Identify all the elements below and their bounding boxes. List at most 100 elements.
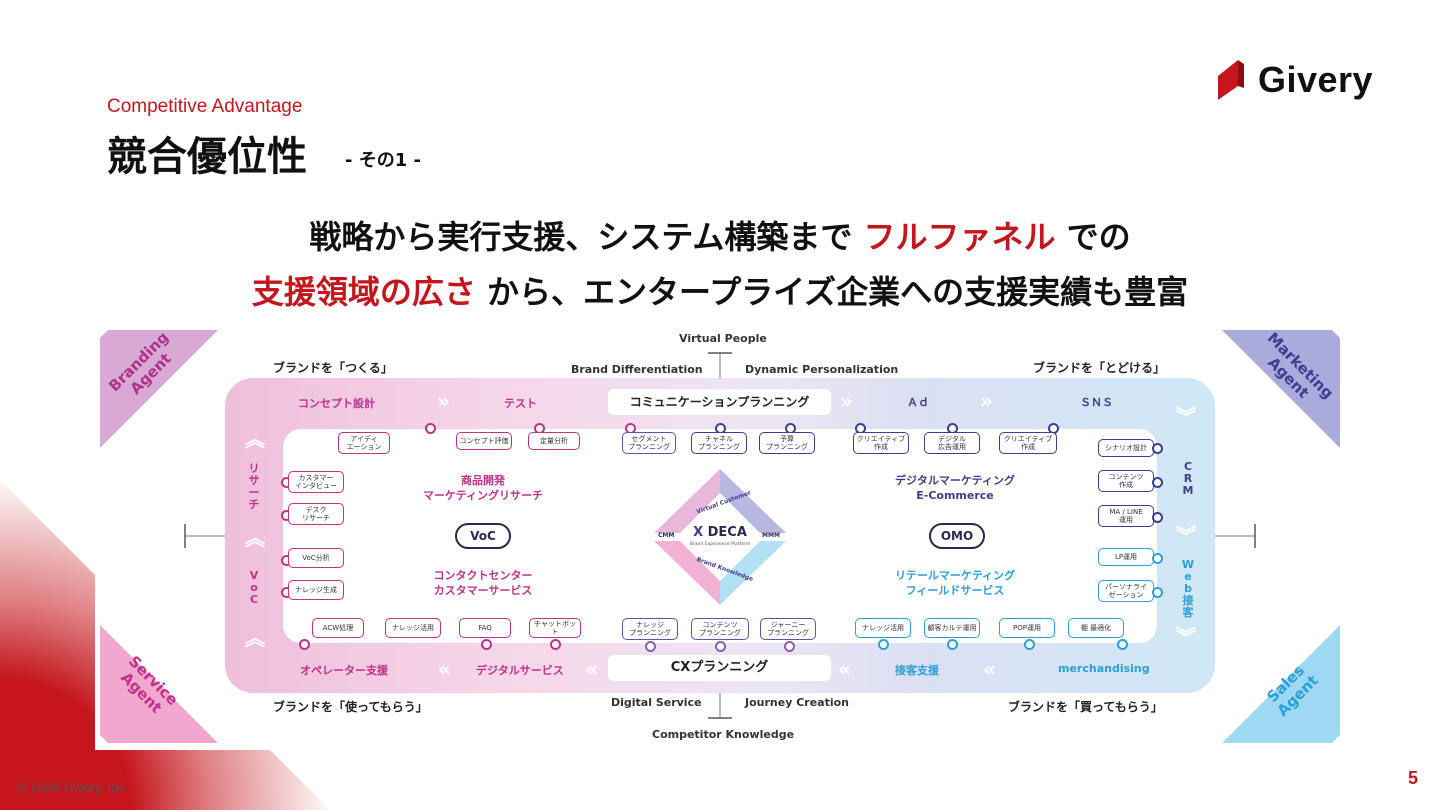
axis-top-left-label: Brand Differentiation [571, 363, 703, 376]
stage-ad: Ａｄ [907, 396, 929, 409]
chevron-right-icon: » [980, 389, 993, 413]
side-label-research: リ サ ー チ [248, 462, 260, 511]
task-box: LP運用 [1098, 548, 1154, 566]
pin-icon [878, 639, 889, 650]
task-box: ナレッジ生成 [288, 580, 344, 600]
pin-icon [1152, 443, 1163, 454]
axis-top-label: Virtual People [679, 332, 767, 345]
branding-agent-corner [100, 330, 218, 448]
headline-line-1: 戦略から実行支援、システム構築まで フルファネル での [0, 212, 1440, 258]
task-box: チャネル プランニング [691, 432, 747, 454]
task-box: ACW処理 [312, 618, 364, 638]
stage-customer-service: 接客支援 [895, 664, 939, 677]
chevron-up-icon: ︽ [245, 526, 265, 550]
task-box: シナリオ設計 [1098, 439, 1154, 457]
task-box: ジャーニー プランニング [760, 618, 816, 640]
task-box: コンテンツ 作成 [1098, 470, 1154, 492]
chevron-up-icon: ︽ [245, 626, 265, 650]
side-label-web: W e b 接 客 [1181, 558, 1195, 619]
page-title: 競合優位性 [107, 134, 307, 180]
pin-icon [550, 639, 561, 650]
deca-x-icon: X [693, 525, 708, 540]
copyright: © 2026 Givery, Inc. [18, 780, 129, 795]
headline-line-2: 支援領域の広さ から、エンタープライズ企業への支援実績も豊富 [0, 267, 1440, 313]
chevron-down-icon: ︾ [1176, 405, 1196, 429]
voc-upper-label: 商品開発 マーケティングリサーチ [422, 474, 544, 502]
voc-lower-label: コンタクトセンター カスタマーサービス [433, 569, 533, 597]
deca-name: DECA [707, 525, 747, 540]
page-number: 5 [1407, 768, 1418, 788]
omo-lower-label: リテールマーケティング フィールドサービス [894, 569, 1016, 597]
pin-icon [1152, 512, 1163, 523]
axis-bottom-left-label: Digital Service [611, 696, 702, 709]
task-box: ナレッジ プランニング [622, 618, 678, 640]
deca-diamond [654, 469, 786, 605]
task-box: ナレッジ活用 [385, 618, 441, 638]
task-box: デスク リサーチ [288, 503, 344, 525]
axis-bottom-right-label: Journey Creation [745, 696, 849, 709]
logo-mark-icon [1218, 60, 1244, 100]
task-box: チャットボット [529, 618, 581, 638]
service-agent-corner [100, 625, 218, 743]
chevron-left-icon: « [838, 657, 851, 681]
axis-top-right-label: Dynamic Personalization [745, 363, 899, 376]
pin-icon [1152, 587, 1163, 598]
task-box: パーソナライ ゼーション [1098, 580, 1154, 602]
stage-sns: ＳＮＳ [1080, 396, 1113, 409]
deca-left-label: CMM [658, 532, 675, 539]
deca-tagline: Brand Experience Platform [689, 542, 751, 547]
task-box: 棚 最適化 [1068, 618, 1124, 638]
stage-merchandising: merchandising [1058, 662, 1150, 675]
marketing-agent-corner [1222, 330, 1340, 448]
pin-icon [1152, 553, 1163, 564]
communication-planning-title: コミュニケーションプランニング [608, 389, 831, 415]
pin-icon [1024, 639, 1035, 650]
headline-text: での [1055, 218, 1131, 256]
pin-icon [1117, 639, 1128, 650]
task-box: VoC分析 [288, 548, 344, 568]
givery-logo: Givery [1218, 58, 1388, 102]
omo-upper-label: デジタルマーケティング E-Commerce [895, 474, 1015, 502]
task-box: セグメント プランニング [622, 432, 676, 454]
task-box: ナレッジ活用 [855, 618, 911, 638]
framework-diagram: Branding Agent Marketing Agent Service A… [95, 323, 1345, 750]
pin-icon [715, 641, 726, 652]
logo-text: Givery [1258, 59, 1374, 100]
stage-operator-support: オペレーター支援 [300, 664, 388, 677]
pin-icon [299, 639, 310, 650]
brand-phrase-deliver: ブランドを「とどける」 [1033, 361, 1166, 375]
brand-phrase-make: ブランドを「つくる」 [273, 361, 393, 375]
chevron-down-icon: ︾ [1176, 524, 1196, 548]
task-box: カスタマー インタビュー [288, 471, 344, 493]
voc-node: VoC [455, 523, 511, 549]
pin-icon [645, 641, 656, 652]
task-box: 定量分析 [528, 432, 580, 450]
page-subtitle: - その1 - [345, 150, 421, 171]
deca-right-label: MMM [762, 532, 780, 539]
cx-planning-title: CXプランニング [608, 655, 831, 681]
chevron-right-icon: » [840, 389, 853, 413]
task-box: FAQ [459, 618, 511, 638]
task-box: デジタル 広告運用 [924, 432, 980, 454]
side-label-voc: V o C [249, 569, 259, 606]
headline-highlight: フルファネル [863, 218, 1056, 256]
headline-text: 戦略から実行支援、システム構築まで [309, 218, 864, 256]
headline-highlight: 支援領域の広さ [251, 273, 476, 311]
task-box: アイディ エーション [338, 432, 390, 454]
chevron-left-icon: « [438, 657, 451, 681]
chevron-left-icon: « [983, 657, 996, 681]
side-label-crm: C R M [1182, 460, 1194, 497]
sales-agent-corner [1222, 625, 1340, 743]
chevron-down-icon: ︾ [1176, 625, 1196, 649]
pin-icon [481, 639, 492, 650]
axis-bottom-label: Competitor Knowledge [652, 728, 795, 741]
deca-logo: X DECA [692, 525, 748, 540]
task-box: MA / LINE 運用 [1098, 505, 1154, 527]
headline-text: から、エンタープライズ企業への支援実績も豊富 [475, 273, 1189, 311]
pin-icon [947, 639, 958, 650]
stage-digital-service: デジタルサービス [476, 664, 564, 677]
task-box: POP運用 [999, 618, 1055, 638]
task-box: コンセプト評価 [456, 432, 512, 450]
task-box: 予算 プランニング [759, 432, 815, 454]
pin-icon [425, 423, 436, 434]
